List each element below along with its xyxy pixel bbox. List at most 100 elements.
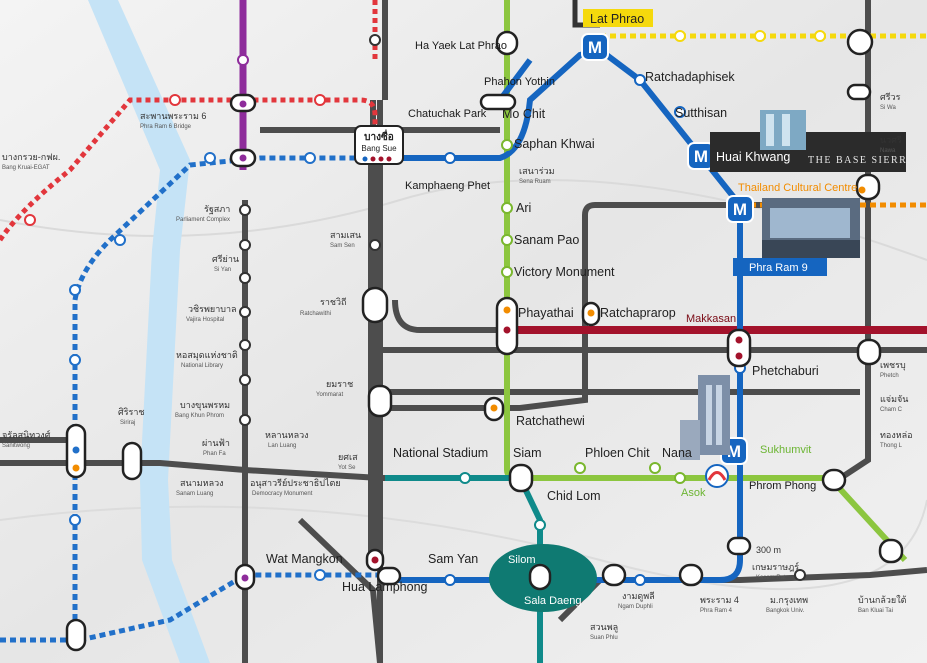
blue-dashed-line — [72, 155, 360, 620]
thong-lo-th: ทองหล่อ — [880, 430, 913, 440]
station-markers — [24, 30, 826, 586]
phan-fa-th: ผ่านฟ้า — [202, 438, 230, 448]
bangkok-univ-en: Bangkok Univ. — [766, 608, 805, 614]
siriraj-th: ศิริราช — [118, 407, 145, 417]
yommarat-en: Yommarat — [316, 392, 343, 398]
sam-yan-label: Sam Yan — [428, 552, 478, 566]
phloen-chit-label: Phloen Chit — [585, 446, 650, 460]
library-th: หอสมุดแห่งชาติ — [176, 350, 238, 361]
sala-daeng-label: Sala Daeng — [524, 595, 582, 607]
wat-mangkon-label: Wat Mangkon — [266, 552, 343, 566]
svg-text:M: M — [588, 38, 602, 57]
sukhumvit-label: Sukhumvit — [760, 444, 811, 456]
svg-text:M: M — [727, 442, 741, 461]
phra-ram4-th: พระราม 4 — [700, 595, 739, 605]
rama6-th: สะพานพระราม 6 — [140, 111, 206, 121]
nana-label: Nana — [662, 446, 692, 460]
lan-luang-th: หลานหลวง — [265, 430, 309, 440]
kasem-rat-th: เกษมราษฎร์ — [752, 561, 799, 572]
interchange-markers — [65, 28, 904, 652]
svg-text:M: M — [733, 200, 747, 219]
sanam-luang-en: Sanam Luang — [176, 491, 213, 497]
ban-kluai-en: Ban Kluai Tai — [858, 608, 893, 614]
suan-phlu-en: Suan Phlu — [590, 635, 618, 641]
si-wa-th: ศรีวร — [880, 92, 901, 102]
kamphaeng-phet-label: Kamphaeng Phet — [405, 180, 490, 192]
phra-ram4-en: Phra Ram 4 — [700, 608, 733, 614]
thailand-cultural-centre-label: Thailand Cultural Centre — [738, 182, 857, 194]
ha-yaek-label: Ha Yaek Lat Phrao — [415, 40, 507, 52]
national-stadium-label: National Stadium — [393, 446, 488, 460]
siam-label: Siam — [513, 446, 541, 460]
m-logo-cultural-centre: M — [726, 195, 754, 223]
blue-line — [497, 58, 533, 102]
parliament-th: รัฐสภา — [204, 204, 230, 215]
bang-khun-phrom-th: บางขุนพรหม — [180, 400, 230, 411]
srt-logo-icon — [705, 464, 729, 488]
ratchaprarop-label: Ratchaprarop — [600, 306, 676, 320]
saphan-khwai-label: Saphan Khwai — [514, 137, 595, 151]
suan-phlu-th: สวนพลู — [590, 622, 618, 633]
lat-phrao-highlight — [583, 9, 653, 27]
sanam-pao-label: Sanam Pao — [514, 233, 579, 247]
sanitwong-en: Sanitwong — [2, 443, 30, 449]
bang-sue-en: Bang Sue — [361, 144, 397, 153]
m-logo-lat-phrao: M — [581, 33, 609, 61]
distance-label: 300 m — [756, 545, 781, 555]
rama6-en: Phra Ram 6 Bridge — [140, 124, 192, 130]
kasem-rat-en: Kasem Rat — [756, 575, 786, 581]
library-en: National Library — [181, 363, 223, 369]
phetchaburi-right-th: เพชรบุ — [880, 360, 906, 371]
lat-phrao-label: Lat Phrao — [590, 12, 644, 26]
nawa-en: Nawa — [880, 148, 896, 154]
bang-krui-en: Bang Kruai-EGAT — [2, 165, 50, 171]
yommarat-th: ยมราช — [326, 379, 353, 389]
phahon-yothin-label: Phahon Yothin — [484, 76, 555, 88]
phra-ram-9-box — [733, 258, 827, 276]
cham-th: แจ่มจัน — [880, 394, 908, 404]
siriraj-en: Siriraj — [120, 420, 135, 426]
thong-lo-en: Thong L — [880, 443, 903, 449]
mall-building-image — [762, 198, 860, 258]
si-wa-en: Si Wa — [880, 105, 896, 111]
base-sierra-building-image: THE BASE SIERRA — [710, 110, 915, 172]
democracy-en: Democracy Monument — [252, 491, 313, 497]
ngam-duphli-th: งามดูพลี — [622, 591, 655, 602]
bang-sue-th: บางซื่อ — [364, 129, 394, 143]
phrom-phong-label: Phrom Phong — [749, 480, 816, 492]
ratchadaphisek-label: Ratchadaphisek — [645, 70, 735, 84]
vajira-en: Vajira Hospital — [186, 317, 224, 323]
chatuchak-park-label: Chatuchak Park — [408, 108, 487, 120]
sena-ruam-en: Sena Ruam — [519, 179, 551, 185]
phetchaburi-right-en: Phetch — [880, 373, 899, 379]
yot-se-en: Yot Se — [338, 465, 356, 471]
colored-station-dots — [72, 100, 866, 582]
sena-ruam-th: เสนาร่วม — [519, 166, 555, 176]
ratchathewi-label: Ratchathewi — [516, 414, 585, 428]
red-dashed-line — [0, 97, 378, 242]
chid-lom-label: Chid Lom — [547, 489, 601, 503]
phan-fa-en: Phan Fa — [203, 451, 226, 457]
sanitwong-th: จรัลสนิทวงศ์ — [2, 429, 51, 440]
bang-krui-th: บางกรวย-กฟผ. — [2, 152, 60, 162]
democracy-th: อนุสาวรีย์ประชาธิปไตย — [250, 477, 341, 489]
bangkok-univ-th: ม.กรุงเทพ — [770, 595, 808, 606]
silom-label: Silom — [508, 554, 536, 566]
parliament-en: Parliament Complex — [176, 217, 230, 223]
sam-sen-en: Sam Sen — [330, 243, 355, 249]
hua-lamphong-label: Hua Lamphong — [342, 580, 428, 594]
phayathai-label: Phayathai — [518, 306, 574, 320]
lan-luang-en: Lan Luang — [268, 443, 296, 449]
yot-se-th: ยศเส — [338, 452, 358, 462]
sanam-luang-th: สนามหลวง — [180, 478, 224, 488]
ngam-duphli-en: Ngam Duphli — [618, 604, 653, 610]
sam-sen-th: สามเสน — [330, 230, 361, 240]
huai-khwang-label: Huai Khwang — [716, 150, 790, 164]
asok-building-image — [680, 375, 730, 460]
makkasan-label: Makkasan — [686, 313, 736, 325]
victory-monument-label: Victory Monument — [514, 265, 615, 279]
phetchaburi-label: Phetchaburi — [752, 364, 819, 378]
blue-dashed-line — [79, 572, 385, 643]
ari-label: Ari — [516, 201, 531, 215]
